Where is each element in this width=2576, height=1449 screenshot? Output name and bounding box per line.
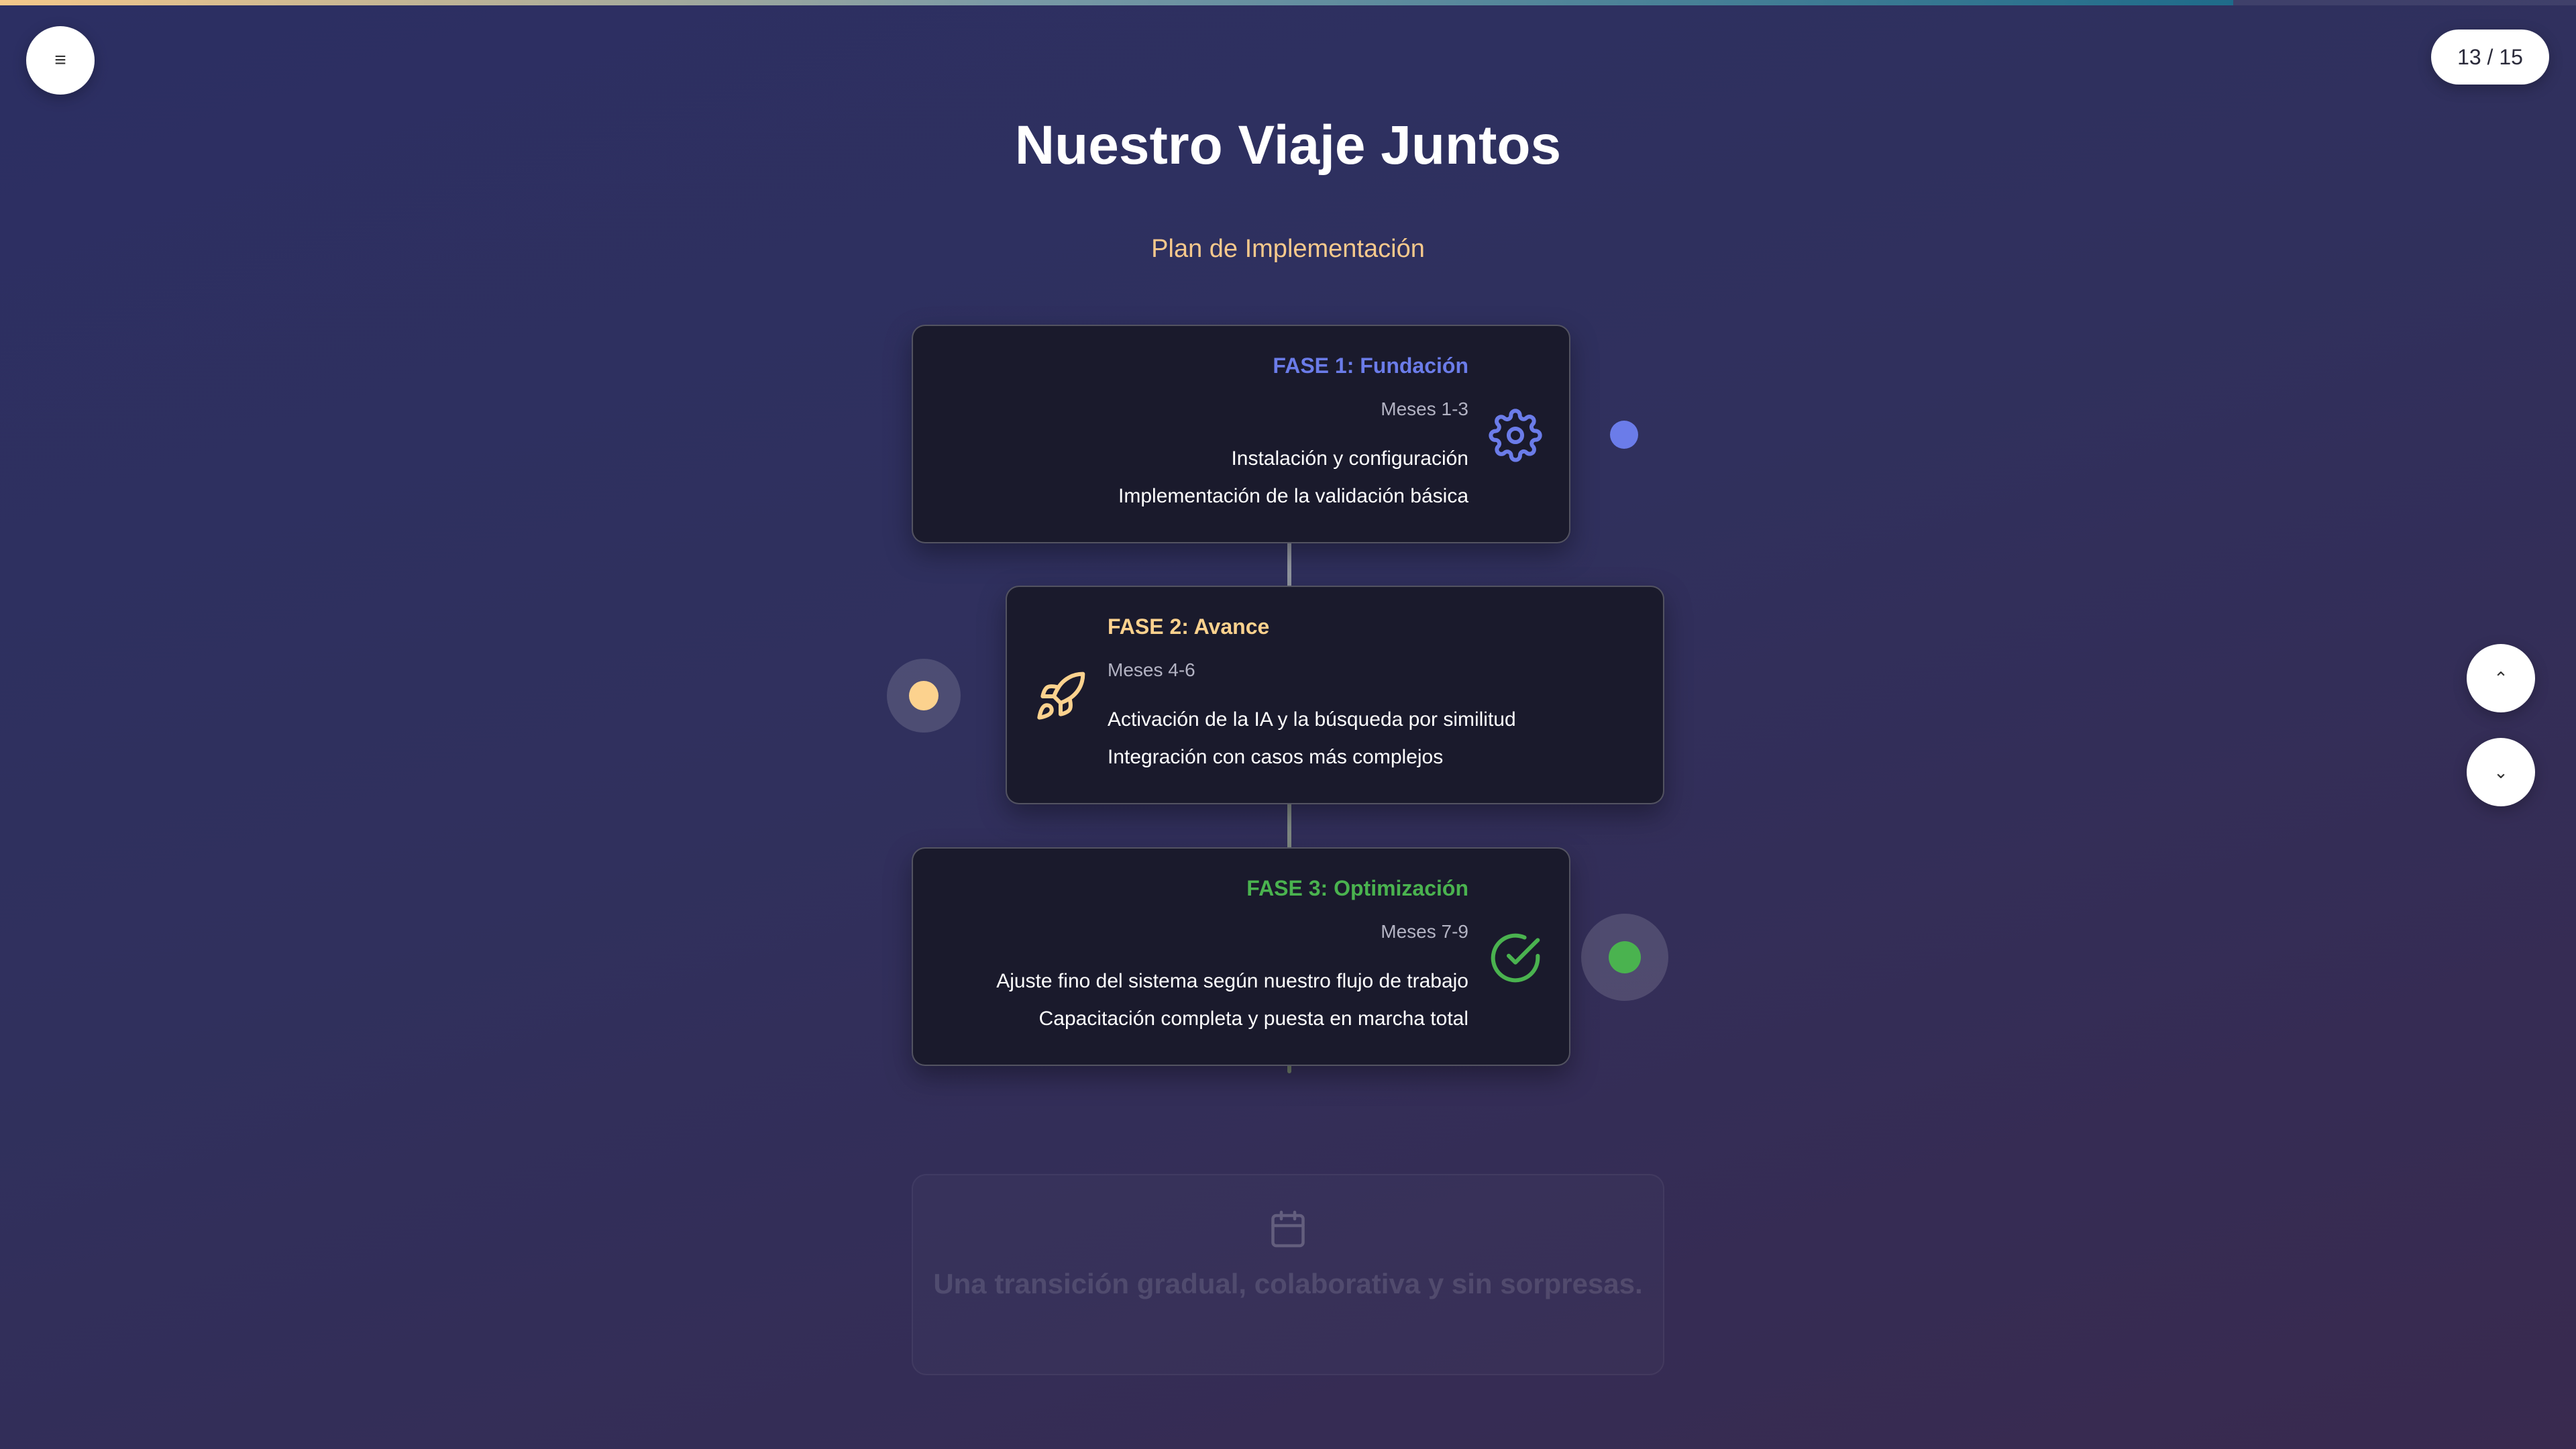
phase-2-title: FASE 2: Avance — [1108, 614, 1270, 639]
phase-3-marker-dot — [1609, 941, 1641, 973]
chevron-up-icon: ⌃ — [2493, 667, 2508, 688]
phase-3-marker — [1581, 914, 1668, 1001]
next-slide-button[interactable]: ⌄ — [2467, 738, 2535, 806]
progress-bar — [0, 0, 2576, 5]
phase-1-item: Implementación de la validación básica — [1118, 484, 1468, 507]
previous-slide-button[interactable]: ⌃ — [2467, 644, 2535, 712]
phase-3-title: FASE 3: Optimización — [1246, 875, 1468, 900]
phase-2-marker — [887, 659, 961, 733]
footer-note: Una transición gradual, colaborativa y s… — [912, 1174, 1664, 1375]
phase-1-title: FASE 1: Fundación — [1273, 353, 1468, 378]
phase-2-content: FASE 2: Avance Meses 4-6 Activación de l… — [1108, 587, 1516, 803]
page-counter: 13 / 15 — [2431, 30, 2549, 85]
phase-2-marker-dot — [909, 681, 938, 710]
calendar-icon — [1271, 1210, 1305, 1248]
slide-subtitle: Plan de Implementación — [1151, 235, 1425, 263]
phase-2-months: Meses 4-6 — [1108, 659, 1195, 680]
slide-title: Nuestro Viaje Juntos — [1014, 115, 1562, 176]
phase-3-content: FASE 3: Optimización Meses 7-9 Ajuste fi… — [996, 849, 1468, 1065]
progress-bar-fill — [0, 0, 2234, 5]
phase-card-2: FASE 2: Avance Meses 4-6 Activación de l… — [1006, 586, 1664, 804]
menu-button[interactable]: ≡ — [26, 26, 95, 95]
menu-icon: ≡ — [54, 49, 66, 71]
phase-card-3: FASE 3: Optimización Meses 7-9 Ajuste fi… — [912, 847, 1570, 1066]
phase-3-months: Meses 7-9 — [1381, 920, 1468, 942]
phase-2-item: Integración con casos más complejos — [1108, 745, 1444, 768]
phase-card-1: FASE 1: Fundación Meses 1-3 Instalación … — [912, 325, 1570, 543]
phase-1-content: FASE 1: Fundación Meses 1-3 Instalación … — [1118, 326, 1468, 542]
phase-3-item: Capacitación completa y puesta en marcha… — [1038, 1007, 1468, 1030]
phase-2-item: Activación de la IA y la búsqueda por si… — [1108, 708, 1516, 731]
check-circle-icon — [1491, 933, 1540, 983]
phase-1-item: Instalación y configuración — [1231, 447, 1468, 470]
phase-1-marker — [1610, 421, 1638, 449]
phase-3-item: Ajuste fino del sistema según nuestro fl… — [996, 969, 1468, 992]
gear-icon — [1489, 409, 1542, 462]
chevron-down-icon: ⌄ — [2493, 761, 2508, 782]
rocket-icon — [1037, 672, 1085, 720]
phase-1-months: Meses 1-3 — [1381, 398, 1468, 419]
footer-text: Una transición gradual, colaborativa y s… — [933, 1268, 1643, 1299]
